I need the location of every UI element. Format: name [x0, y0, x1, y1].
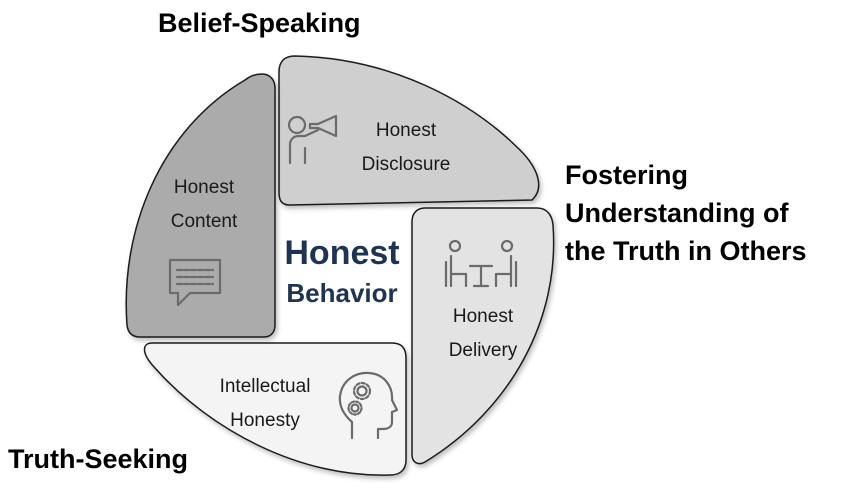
center-title-line2: Behavior: [286, 278, 397, 308]
meeting-table-icon: [444, 239, 518, 288]
segment-delivery-shape: [411, 207, 555, 465]
segment-disclosure-line1: Honest: [376, 120, 437, 141]
head-gears-icon: [338, 371, 399, 440]
segment-honest-content: Honest Content: [125, 73, 276, 338]
outer-label-fostering-line1: Fostering: [565, 160, 689, 190]
outer-label-fostering-line2: Understanding of: [565, 198, 789, 228]
outer-label-fostering-line3: the Truth in Others: [565, 236, 807, 266]
center-title-line1: Honest: [284, 234, 399, 272]
segment-honest-delivery: Honest Delivery: [411, 207, 555, 465]
segment-disclosure-shape: [278, 55, 540, 206]
segment-intellectual-shape: [143, 342, 407, 476]
segment-content-shape: [125, 73, 276, 338]
outer-label-fostering-understanding: Fostering Understanding of the Truth in …: [565, 156, 807, 270]
chat-bubble-icon: [168, 258, 222, 307]
segment-intellectual-line2: Honesty: [230, 410, 300, 431]
segment-intellectual-line1: Intellectual: [220, 376, 311, 397]
outer-label-belief-speaking: Belief-Speaking: [158, 8, 361, 38]
segment-delivery-line1: Honest: [453, 306, 514, 327]
megaphone-person-icon: [287, 114, 338, 165]
center-title: Honest Behavior: [284, 234, 399, 308]
segment-delivery-line2: Delivery: [449, 340, 518, 361]
outer-label-truth-seeking: Truth-Seeking: [8, 444, 189, 474]
segment-content-line2: Content: [171, 211, 238, 232]
segment-intellectual-honesty: Intellectual Honesty: [143, 342, 407, 476]
segment-honest-disclosure: Honest Disclosure: [278, 55, 540, 206]
segment-content-line1: Honest: [174, 177, 235, 198]
segment-disclosure-line2: Disclosure: [362, 154, 451, 175]
